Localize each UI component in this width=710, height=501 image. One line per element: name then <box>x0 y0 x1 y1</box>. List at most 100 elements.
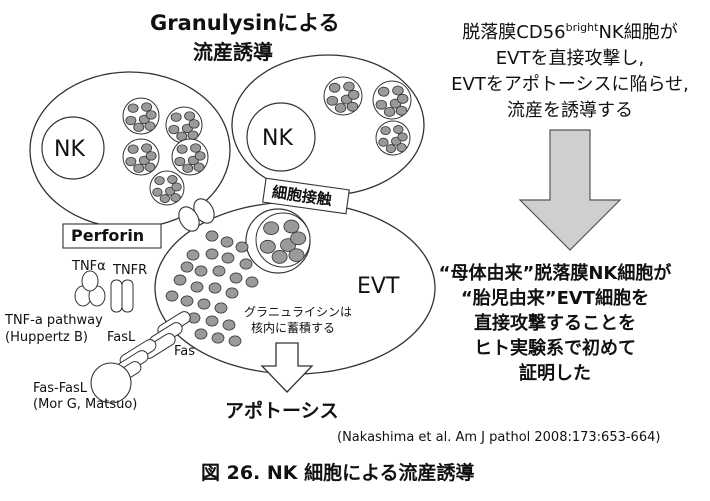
granule <box>180 295 194 307</box>
granule <box>194 328 208 340</box>
nk-left-label: NK <box>54 137 85 162</box>
granule <box>145 110 157 120</box>
granule <box>125 115 137 126</box>
rp-line1: 脱落膜CD56brightNK細胞が <box>462 21 678 43</box>
granule <box>214 302 228 314</box>
granule <box>171 182 182 192</box>
granule <box>194 265 208 277</box>
rp-line2: EVTを直接攻撃し, <box>495 48 645 69</box>
granulysin-note-line1: グラニュライシンは <box>244 305 353 319</box>
figure-caption: 図 26. NK 細胞による流産誘導 <box>201 462 475 484</box>
granule <box>393 125 404 134</box>
granule <box>173 274 187 286</box>
citation: (Nakashima et al. Am J pathol 2008:173:6… <box>337 430 661 445</box>
tnf-pathway-line2: (Huppertz B) <box>5 330 88 345</box>
granule <box>334 102 347 113</box>
granule <box>176 144 188 154</box>
granule <box>182 163 194 173</box>
granule <box>211 332 225 344</box>
conclusion-arrow <box>518 129 622 251</box>
granule <box>159 194 171 204</box>
granule <box>170 193 181 203</box>
diagram-title-line2: 流産誘導 <box>193 40 273 64</box>
granule-cluster-right <box>323 76 412 156</box>
tnfr-label: TNFR <box>113 263 148 278</box>
perforin-label: Perforin <box>71 226 145 245</box>
diagram-title-line1: Granulysinによる <box>150 11 340 35</box>
granule <box>397 132 408 142</box>
granule <box>193 162 205 172</box>
perforin-box <box>62 223 162 249</box>
granulysin-note-line2: 核内に蓄積する <box>251 321 336 335</box>
apoptosis-arrow <box>260 342 314 393</box>
granule <box>197 298 211 310</box>
tnf-pathway-line1: TNF-a pathway <box>5 313 103 328</box>
tnfa-trimer-right <box>81 270 99 292</box>
conclusion-line3: 直接攻撃することを <box>474 313 636 334</box>
granule <box>212 265 226 277</box>
granule <box>194 151 206 161</box>
granule <box>205 315 219 327</box>
granule <box>263 221 280 236</box>
granule <box>190 281 204 293</box>
granule <box>184 111 196 121</box>
granule <box>392 85 404 96</box>
granule <box>290 231 307 246</box>
granule <box>144 162 156 172</box>
granule <box>141 102 153 112</box>
granule <box>145 151 157 161</box>
granule <box>141 143 153 153</box>
granule <box>127 103 139 113</box>
granule <box>154 176 165 186</box>
granule <box>220 236 234 248</box>
granule <box>271 250 288 264</box>
granule-cluster-evt <box>165 212 311 347</box>
granule <box>346 101 359 112</box>
granule <box>225 287 239 299</box>
granule <box>165 290 179 302</box>
granule <box>208 282 222 294</box>
granule <box>375 99 388 110</box>
granule <box>221 252 235 264</box>
apoptosis-label: アポトーシス <box>225 400 339 422</box>
granule <box>187 130 199 140</box>
granule <box>326 95 339 106</box>
conclusion-line1: “母体由来”脱落膜NK細胞が <box>438 263 672 284</box>
granule <box>127 144 139 154</box>
granule <box>395 105 408 116</box>
granule <box>205 248 219 260</box>
granule <box>180 261 194 273</box>
granule <box>170 112 182 122</box>
conclusion-line5: 証明した <box>519 363 591 384</box>
granule <box>385 144 397 154</box>
granule <box>174 156 186 167</box>
granule <box>152 187 163 197</box>
nk-right-label: NK <box>262 126 293 151</box>
tnfa-label: TNFα <box>72 259 106 274</box>
granule <box>222 319 236 331</box>
conclusion-line2: “胎児由来”EVT細胞を <box>460 288 650 309</box>
granule <box>190 143 202 153</box>
granule <box>228 335 242 347</box>
granule <box>396 93 409 104</box>
granule <box>343 81 355 92</box>
rp-line3: EVTをアポトーシスに陥らせ, <box>451 74 689 95</box>
granule <box>383 106 396 117</box>
rp-line4: 流産を誘導する <box>507 100 633 121</box>
granule <box>168 124 180 135</box>
granule <box>188 119 200 129</box>
granule <box>144 121 156 131</box>
granule <box>235 241 249 253</box>
granule <box>347 89 360 100</box>
granule-cluster-left <box>122 97 209 206</box>
granule <box>288 248 305 263</box>
fasl-label: FasL <box>107 330 136 345</box>
granule <box>328 82 341 93</box>
granule <box>125 156 137 167</box>
granule <box>229 272 243 284</box>
evt-label: EVT <box>357 274 400 299</box>
contact-box <box>262 177 350 215</box>
granule <box>396 143 407 153</box>
granule <box>205 230 219 242</box>
